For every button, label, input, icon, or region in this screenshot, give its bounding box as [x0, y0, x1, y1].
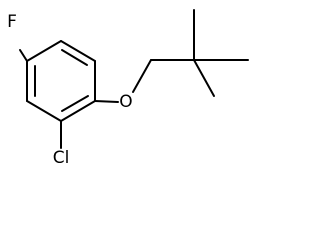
ring-double-bond-1 [61, 49, 88, 66]
ring-bond-3 [60, 100, 96, 122]
oxygen-methylene-bond [132, 59, 152, 93]
aryl-oxygen-bond [94, 100, 119, 103]
ring-bond-1 [60, 40, 96, 62]
ring-double-bond-2 [61, 95, 89, 112]
molecule-diagram: F O Cl [7, 9, 249, 168]
fluorine-bond [19, 49, 28, 62]
chlorine-label: Cl [53, 148, 70, 168]
structure-canvas: F O Cl [7, 9, 249, 168]
ring-bond-6 [26, 40, 62, 62]
ring-bond-4 [26, 100, 62, 122]
oxygen-label: O [119, 92, 132, 112]
methyl-bond-down [193, 59, 215, 97]
fluorine-label: F [7, 12, 17, 32]
